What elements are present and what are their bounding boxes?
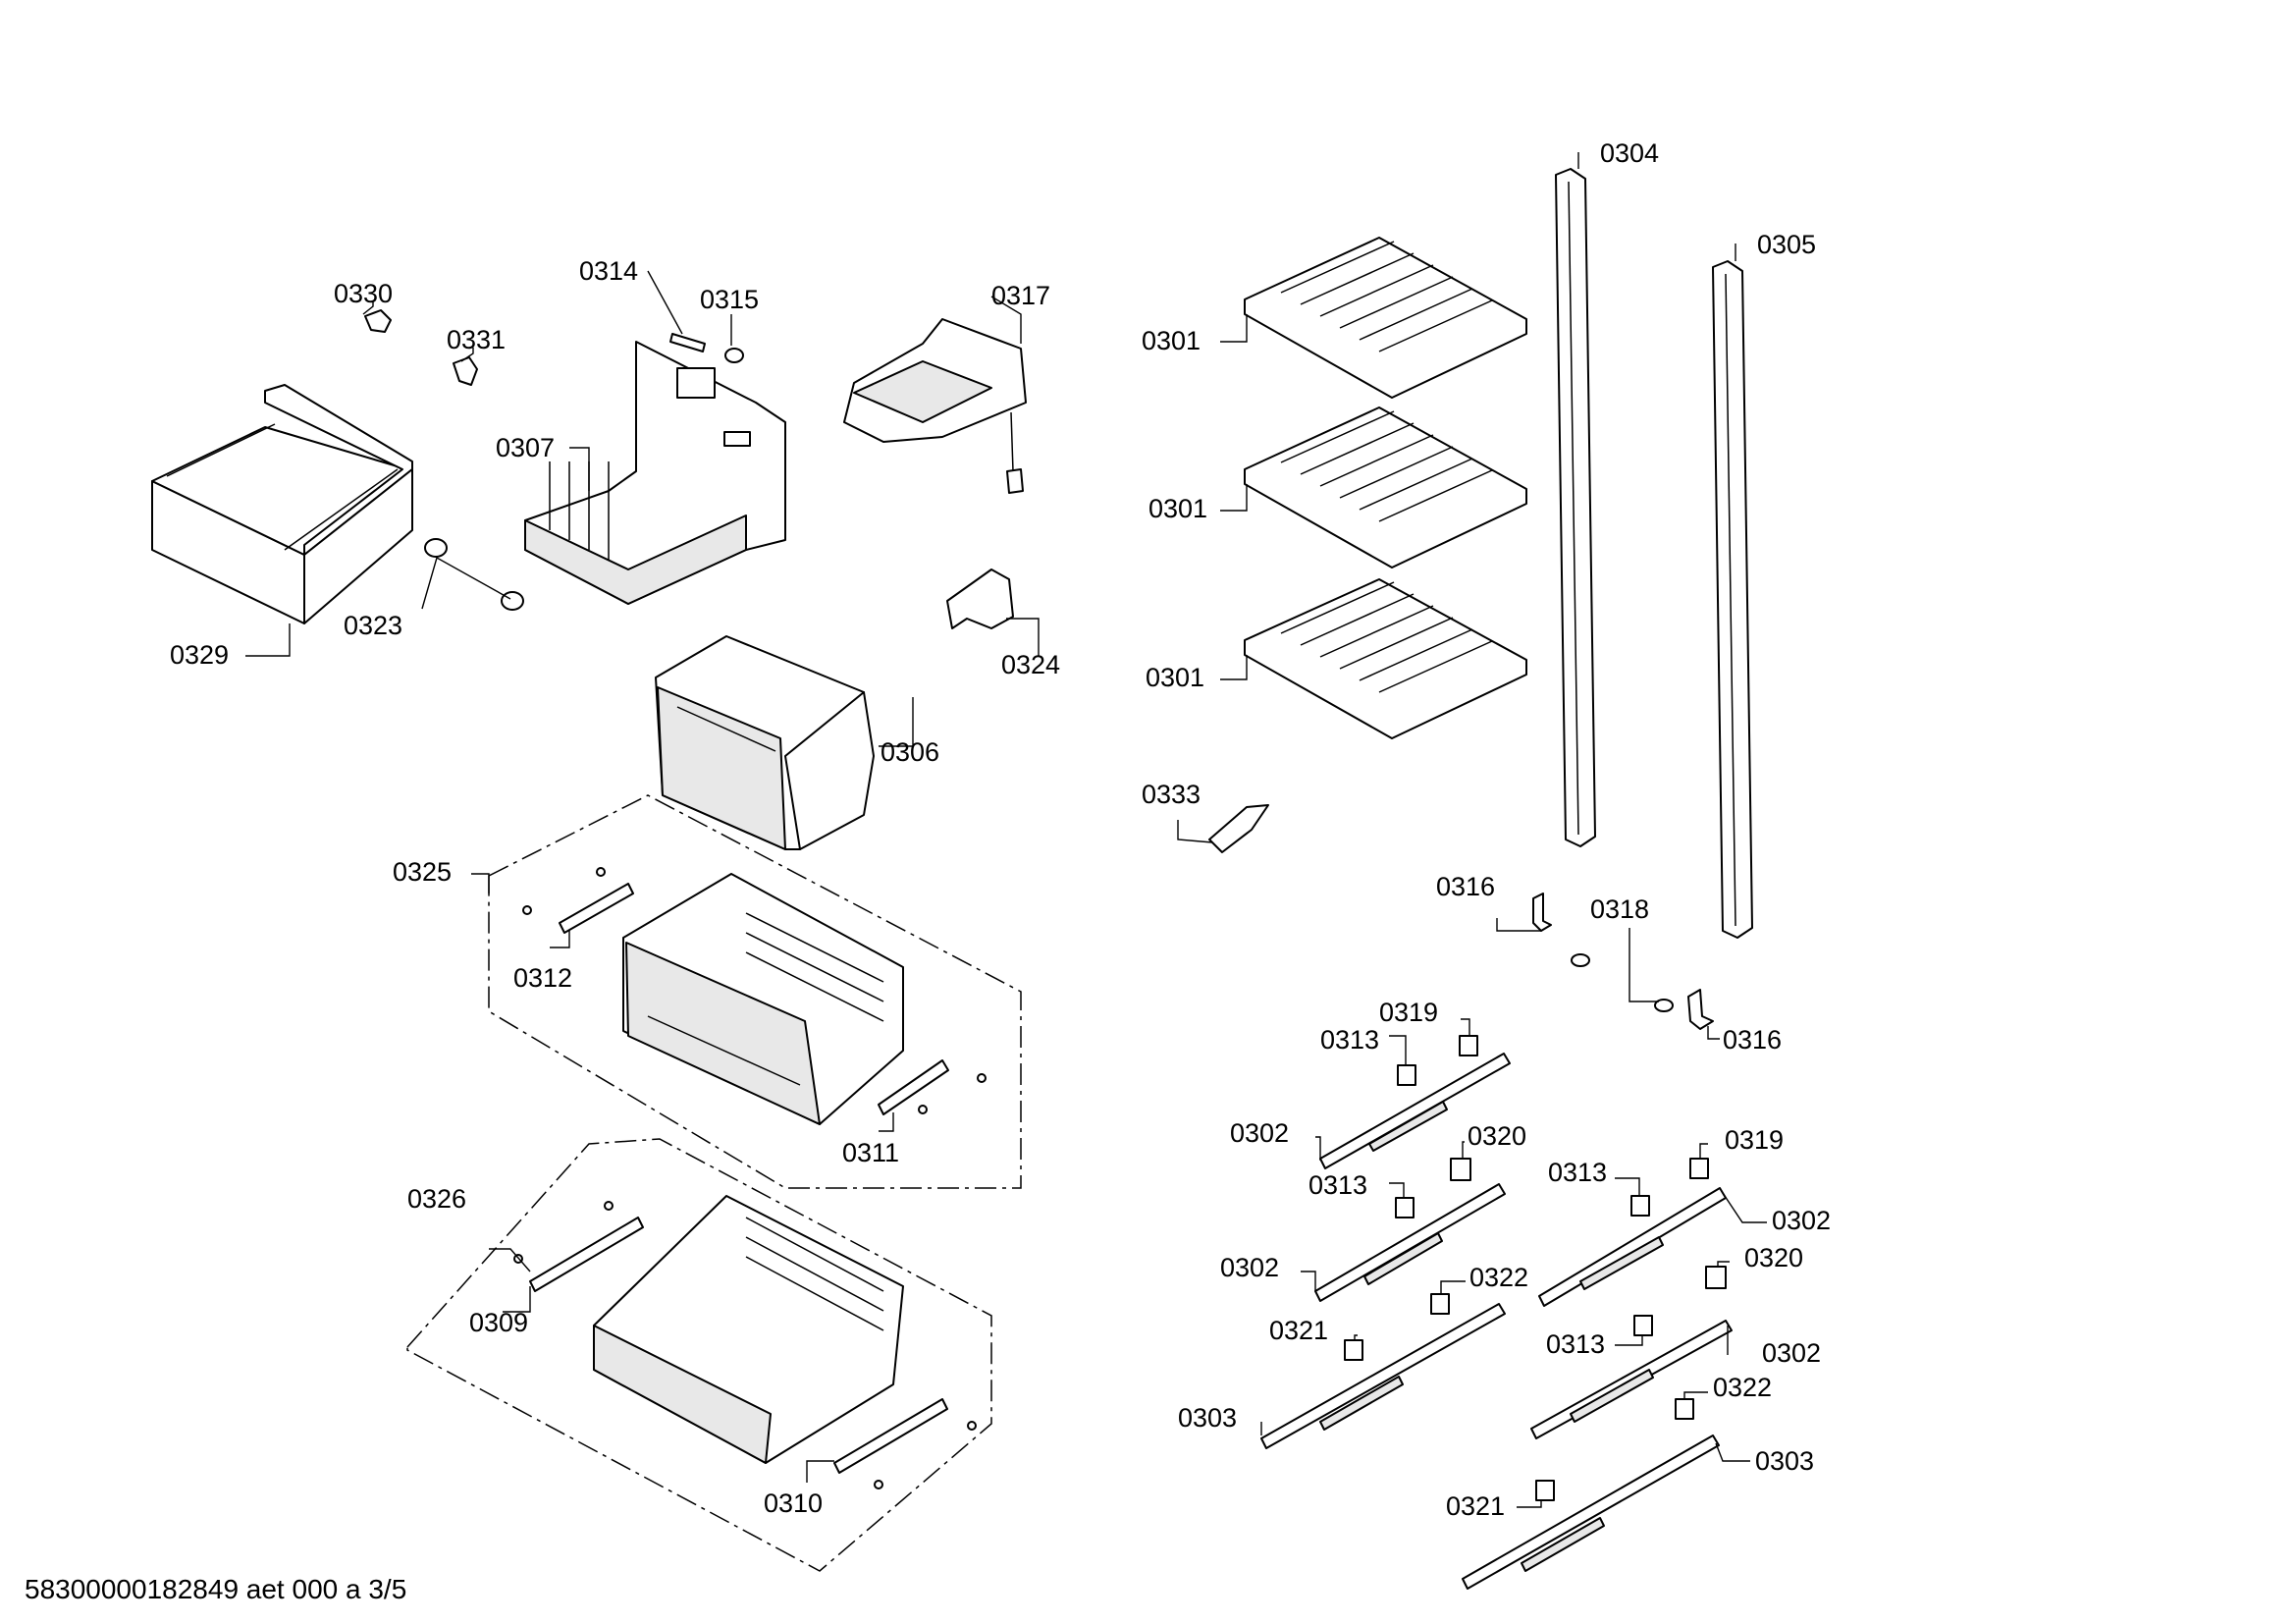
callout-0307: 0307 bbox=[496, 433, 555, 462]
part-0313-clip bbox=[1395, 1197, 1415, 1218]
group-0325-outline bbox=[488, 794, 1022, 1189]
document-id: 58300000182849 aet 000 a 3/5 bbox=[25, 1574, 406, 1604]
part-0324-bracket bbox=[946, 568, 1014, 629]
part-0312-slide-rail bbox=[522, 867, 634, 934]
callout-0316-upper: 0316 bbox=[1436, 872, 1495, 901]
callout-0322-right: 0322 bbox=[1713, 1373, 1772, 1402]
callout-0302-a: 0302 bbox=[1230, 1118, 1289, 1148]
callout-0320-right: 0320 bbox=[1744, 1243, 1803, 1272]
callout-0301-top: 0301 bbox=[1142, 326, 1201, 355]
callout-0316-lower: 0316 bbox=[1723, 1025, 1782, 1055]
part-0302-telescopic-rail bbox=[1319, 1053, 1511, 1169]
part-0323-foot bbox=[424, 538, 524, 611]
callout-0302-b: 0302 bbox=[1220, 1253, 1279, 1282]
callout-0309: 0309 bbox=[469, 1308, 528, 1337]
part-0321-clip bbox=[1344, 1339, 1363, 1361]
callout-0323: 0323 bbox=[344, 611, 402, 640]
callout-0313-b: 0313 bbox=[1308, 1170, 1367, 1200]
callout-0301-middle: 0301 bbox=[1148, 494, 1207, 523]
part-0320-clip bbox=[1450, 1158, 1471, 1181]
part-0306-ice-bucket bbox=[655, 635, 875, 850]
part-0316-bracket bbox=[1687, 989, 1714, 1030]
callout-0322-left: 0322 bbox=[1469, 1263, 1528, 1292]
callout-0318: 0318 bbox=[1590, 894, 1649, 924]
part-0322-clip bbox=[1430, 1293, 1450, 1315]
part-0304-vertical-rail bbox=[1555, 168, 1596, 847]
callout-0310: 0310 bbox=[764, 1489, 823, 1518]
part-0322-clip bbox=[1675, 1398, 1694, 1420]
part-0315-ring bbox=[724, 348, 744, 363]
callout-0303-right: 0303 bbox=[1755, 1446, 1814, 1476]
callout-0313-a: 0313 bbox=[1320, 1025, 1379, 1055]
part-0301-shelf-middle bbox=[1244, 406, 1527, 568]
part-0313-clip bbox=[1630, 1195, 1650, 1217]
part-0302-telescopic-rail bbox=[1530, 1320, 1733, 1439]
callout-labels: 0330 0331 0314 0315 0317 0307 0329 0323 … bbox=[170, 138, 1831, 1521]
part-0316-bracket bbox=[1532, 893, 1552, 932]
part-0319-clip bbox=[1689, 1158, 1709, 1179]
callout-0317: 0317 bbox=[991, 281, 1050, 310]
part-0313-clip bbox=[1397, 1064, 1416, 1086]
part-0317-ice-maker bbox=[843, 318, 1027, 494]
callout-0314: 0314 bbox=[579, 256, 638, 286]
callout-0319-right: 0319 bbox=[1725, 1125, 1784, 1155]
part-0310-slide-rail bbox=[833, 1398, 977, 1489]
callout-0320-left: 0320 bbox=[1468, 1121, 1526, 1151]
part-0302-telescopic-rail bbox=[1538, 1187, 1727, 1307]
part-0321-clip bbox=[1535, 1480, 1555, 1501]
part-0325-crisper-drawer bbox=[622, 873, 904, 1125]
callout-0304: 0304 bbox=[1600, 138, 1659, 168]
part-0305-vertical-rail bbox=[1712, 260, 1753, 939]
part-0303-telescopic-rail bbox=[1462, 1435, 1720, 1590]
part-0313-clip bbox=[1633, 1315, 1653, 1336]
callout-0301-bottom: 0301 bbox=[1146, 663, 1204, 692]
part-0318-washer bbox=[1571, 953, 1674, 1012]
part-0319-clip bbox=[1459, 1035, 1478, 1056]
callout-0319-left: 0319 bbox=[1379, 998, 1438, 1027]
part-0303-telescopic-rail bbox=[1260, 1303, 1506, 1449]
part-0309-slide-rail bbox=[513, 1201, 644, 1292]
part-0326-crisper-drawer bbox=[593, 1195, 904, 1464]
callout-0302-c: 0302 bbox=[1772, 1206, 1831, 1235]
callout-0312: 0312 bbox=[513, 963, 572, 993]
callout-0326: 0326 bbox=[407, 1184, 466, 1214]
part-0320-clip bbox=[1705, 1266, 1727, 1289]
callout-0313-d: 0313 bbox=[1546, 1329, 1605, 1359]
callout-0321-left: 0321 bbox=[1269, 1316, 1328, 1345]
callout-0321-right: 0321 bbox=[1446, 1491, 1505, 1521]
callout-0330: 0330 bbox=[334, 279, 393, 308]
callout-0311: 0311 bbox=[842, 1138, 899, 1167]
callout-0333: 0333 bbox=[1142, 780, 1201, 809]
callout-0325: 0325 bbox=[393, 857, 452, 887]
callout-0331: 0331 bbox=[447, 325, 506, 354]
part-0330-clip bbox=[364, 309, 392, 333]
part-0314-strip bbox=[669, 333, 706, 352]
part-0329-drawer-panel bbox=[151, 384, 413, 624]
callout-0303-left: 0303 bbox=[1178, 1403, 1237, 1433]
callout-0313-c: 0313 bbox=[1548, 1158, 1607, 1187]
callout-0324: 0324 bbox=[1001, 650, 1060, 679]
callout-0302-d: 0302 bbox=[1762, 1338, 1821, 1368]
callout-0315: 0315 bbox=[700, 285, 759, 314]
callout-0305: 0305 bbox=[1757, 230, 1816, 259]
callout-0329: 0329 bbox=[170, 640, 229, 670]
part-0301-shelf-bottom bbox=[1244, 578, 1527, 739]
part-0311-slide-rail bbox=[878, 1059, 987, 1115]
leader-lines bbox=[245, 152, 1767, 1508]
callout-0306: 0306 bbox=[881, 737, 939, 767]
part-0307-ice-frame bbox=[524, 341, 786, 605]
part-0331-clip bbox=[453, 356, 478, 386]
part-0302-telescopic-rail bbox=[1314, 1183, 1506, 1302]
part-0301-shelf-top bbox=[1244, 237, 1527, 399]
part-0333-cover bbox=[1208, 804, 1269, 853]
